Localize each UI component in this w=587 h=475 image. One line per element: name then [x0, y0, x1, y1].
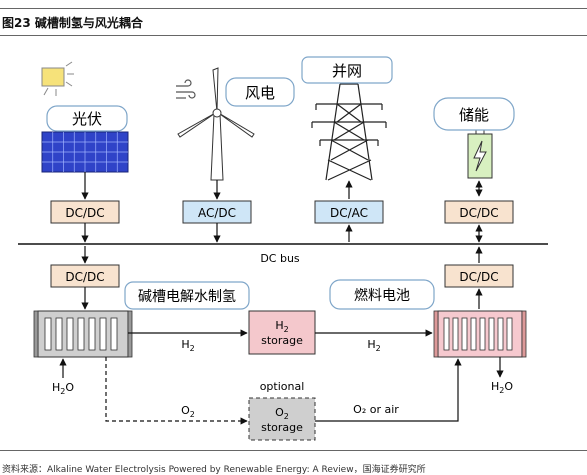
h2-storage-tank: H2 storage	[248, 310, 316, 355]
callout-grid: 并网	[301, 56, 393, 84]
optional-label: optional	[260, 380, 305, 393]
sun-icon	[41, 61, 74, 96]
h2-flow-out-label: H2	[367, 338, 380, 353]
electrolyzer-stack	[33, 310, 133, 358]
dc-bus-label: DC bus	[260, 252, 300, 265]
callout-electrolyzer: 碱槽电解水制氢	[124, 281, 250, 310]
o2-or-air-label: O₂ or air	[353, 403, 399, 416]
converter-grid-label: DC/AC	[330, 206, 368, 220]
converter-grid: DC/AC	[314, 200, 384, 224]
dc-bus: DC bus	[18, 243, 548, 265]
figure-header: 图23 碱槽制氢与风光耦合	[0, 8, 587, 36]
water-in-label: H2O	[52, 381, 74, 396]
converter-fuel-cell: DC/DC	[444, 264, 514, 288]
o2-storage-label: storage	[261, 421, 303, 434]
solar-panel-icon	[41, 131, 129, 173]
callout-fuel-cell: 燃料电池	[329, 279, 435, 310]
converter-wind: AC/DC	[182, 200, 252, 224]
converter-electrolyzer: DC/DC	[50, 264, 120, 288]
figure-frame: 光伏 风电 并网 储能 DC/DC AC/DC DC/AC DC/DC	[0, 36, 587, 451]
converter-wind-label: AC/DC	[198, 206, 236, 220]
svg-text:O2: O2	[275, 406, 289, 421]
callout-fuel-cell-label: 燃料电池	[354, 287, 410, 304]
o2-storage-tank: O2 storage	[248, 397, 316, 441]
callout-pv: 光伏	[46, 105, 128, 132]
converter-pv-label: DC/DC	[65, 206, 104, 220]
fuel-cell-stack	[433, 310, 527, 358]
figure-title: 图23 碱槽制氢与风光耦合	[2, 16, 143, 30]
battery-icon	[467, 128, 493, 179]
callout-storage: 储能	[433, 97, 515, 131]
system-diagram: 光伏 风电 并网 储能 DC/DC AC/DC DC/AC DC/DC	[18, 56, 548, 441]
callout-pv-label: 光伏	[72, 110, 102, 128]
wind-turbine-icon	[177, 67, 255, 181]
wind-gust-icon	[176, 79, 196, 99]
converter-fuel-cell-label: DC/DC	[459, 270, 498, 284]
converter-pv: DC/DC	[50, 200, 120, 224]
figure-source: 资料来源：Alkaline Water Electrolysis Powered…	[2, 465, 426, 475]
svg-text:H2: H2	[275, 319, 288, 334]
callout-wind: 风电	[225, 77, 295, 107]
callout-grid-label: 并网	[332, 62, 362, 80]
h2-storage-label: storage	[261, 334, 303, 347]
h2-flow-in-label: H2	[181, 338, 194, 353]
converter-storage: DC/DC	[444, 200, 514, 224]
water-out-label: H2O	[491, 380, 513, 395]
transmission-tower-icon	[311, 83, 387, 181]
callout-storage-label: 储能	[459, 106, 489, 124]
callout-wind-label: 风电	[245, 84, 275, 102]
converter-electrolyzer-label: DC/DC	[65, 270, 104, 284]
callout-electrolyzer-label: 碱槽电解水制氢	[138, 289, 236, 305]
converter-storage-label: DC/DC	[459, 206, 498, 220]
o2-flow-label: O2	[181, 404, 195, 419]
